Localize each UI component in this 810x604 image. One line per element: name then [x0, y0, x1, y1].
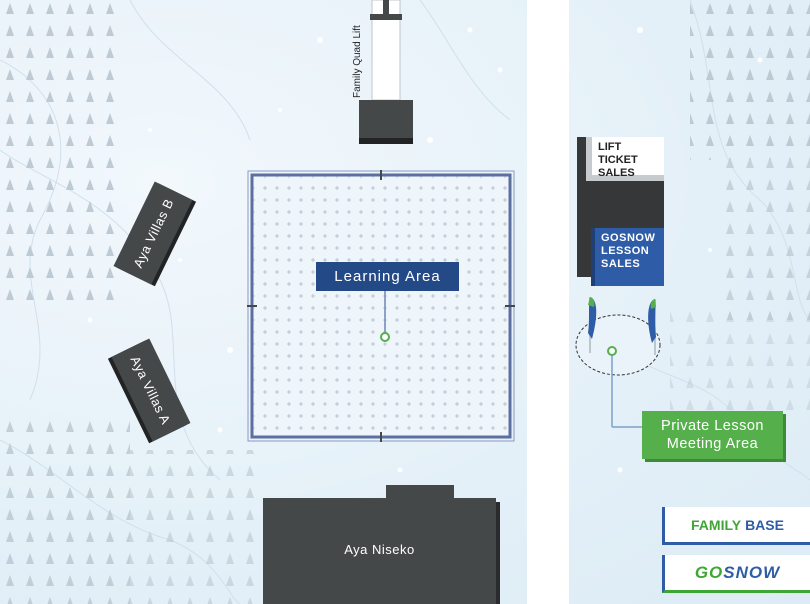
lift-ticket-line1: LIFT TICKET: [598, 141, 638, 166]
marker-icon: [607, 346, 617, 356]
road: [527, 0, 569, 604]
legend-base-word: BASE: [745, 516, 784, 533]
learning-area-zone: [247, 170, 515, 442]
lesson-sales-line2: LESSON: [601, 245, 650, 257]
lift-ticket-line2: SALES: [598, 167, 635, 179]
lesson-sales: GOSNOW LESSON SALES: [591, 228, 664, 286]
private-lesson-line1: Private Lesson: [661, 418, 764, 434]
main-building-label: Aya Niseko: [344, 541, 415, 557]
lift-label: Family Quad Lift: [352, 25, 363, 98]
flag-icon: [588, 297, 597, 353]
learning-area-label: Learning Area: [316, 262, 459, 291]
main-building: Aya Niseko: [263, 498, 496, 604]
meeting-area-zone: [575, 297, 661, 428]
lesson-sales-line3: SALES: [601, 258, 641, 270]
legend-family-base: FAMILY BASE: [662, 507, 810, 545]
legend-family-word: FAMILY: [691, 516, 742, 533]
private-lesson-line2: Meeting Area: [666, 436, 759, 452]
private-lesson-label: Private Lesson Meeting Area: [642, 411, 783, 459]
flag-icon: [648, 299, 656, 355]
lift-icon: [359, 0, 413, 144]
brand-snow: SNOW: [723, 562, 781, 582]
lesson-sales-line1: GOSNOW: [601, 232, 656, 244]
lift-ticket-sales: LIFT TICKET SALES: [586, 137, 664, 181]
brand-go: GO: [694, 562, 724, 582]
